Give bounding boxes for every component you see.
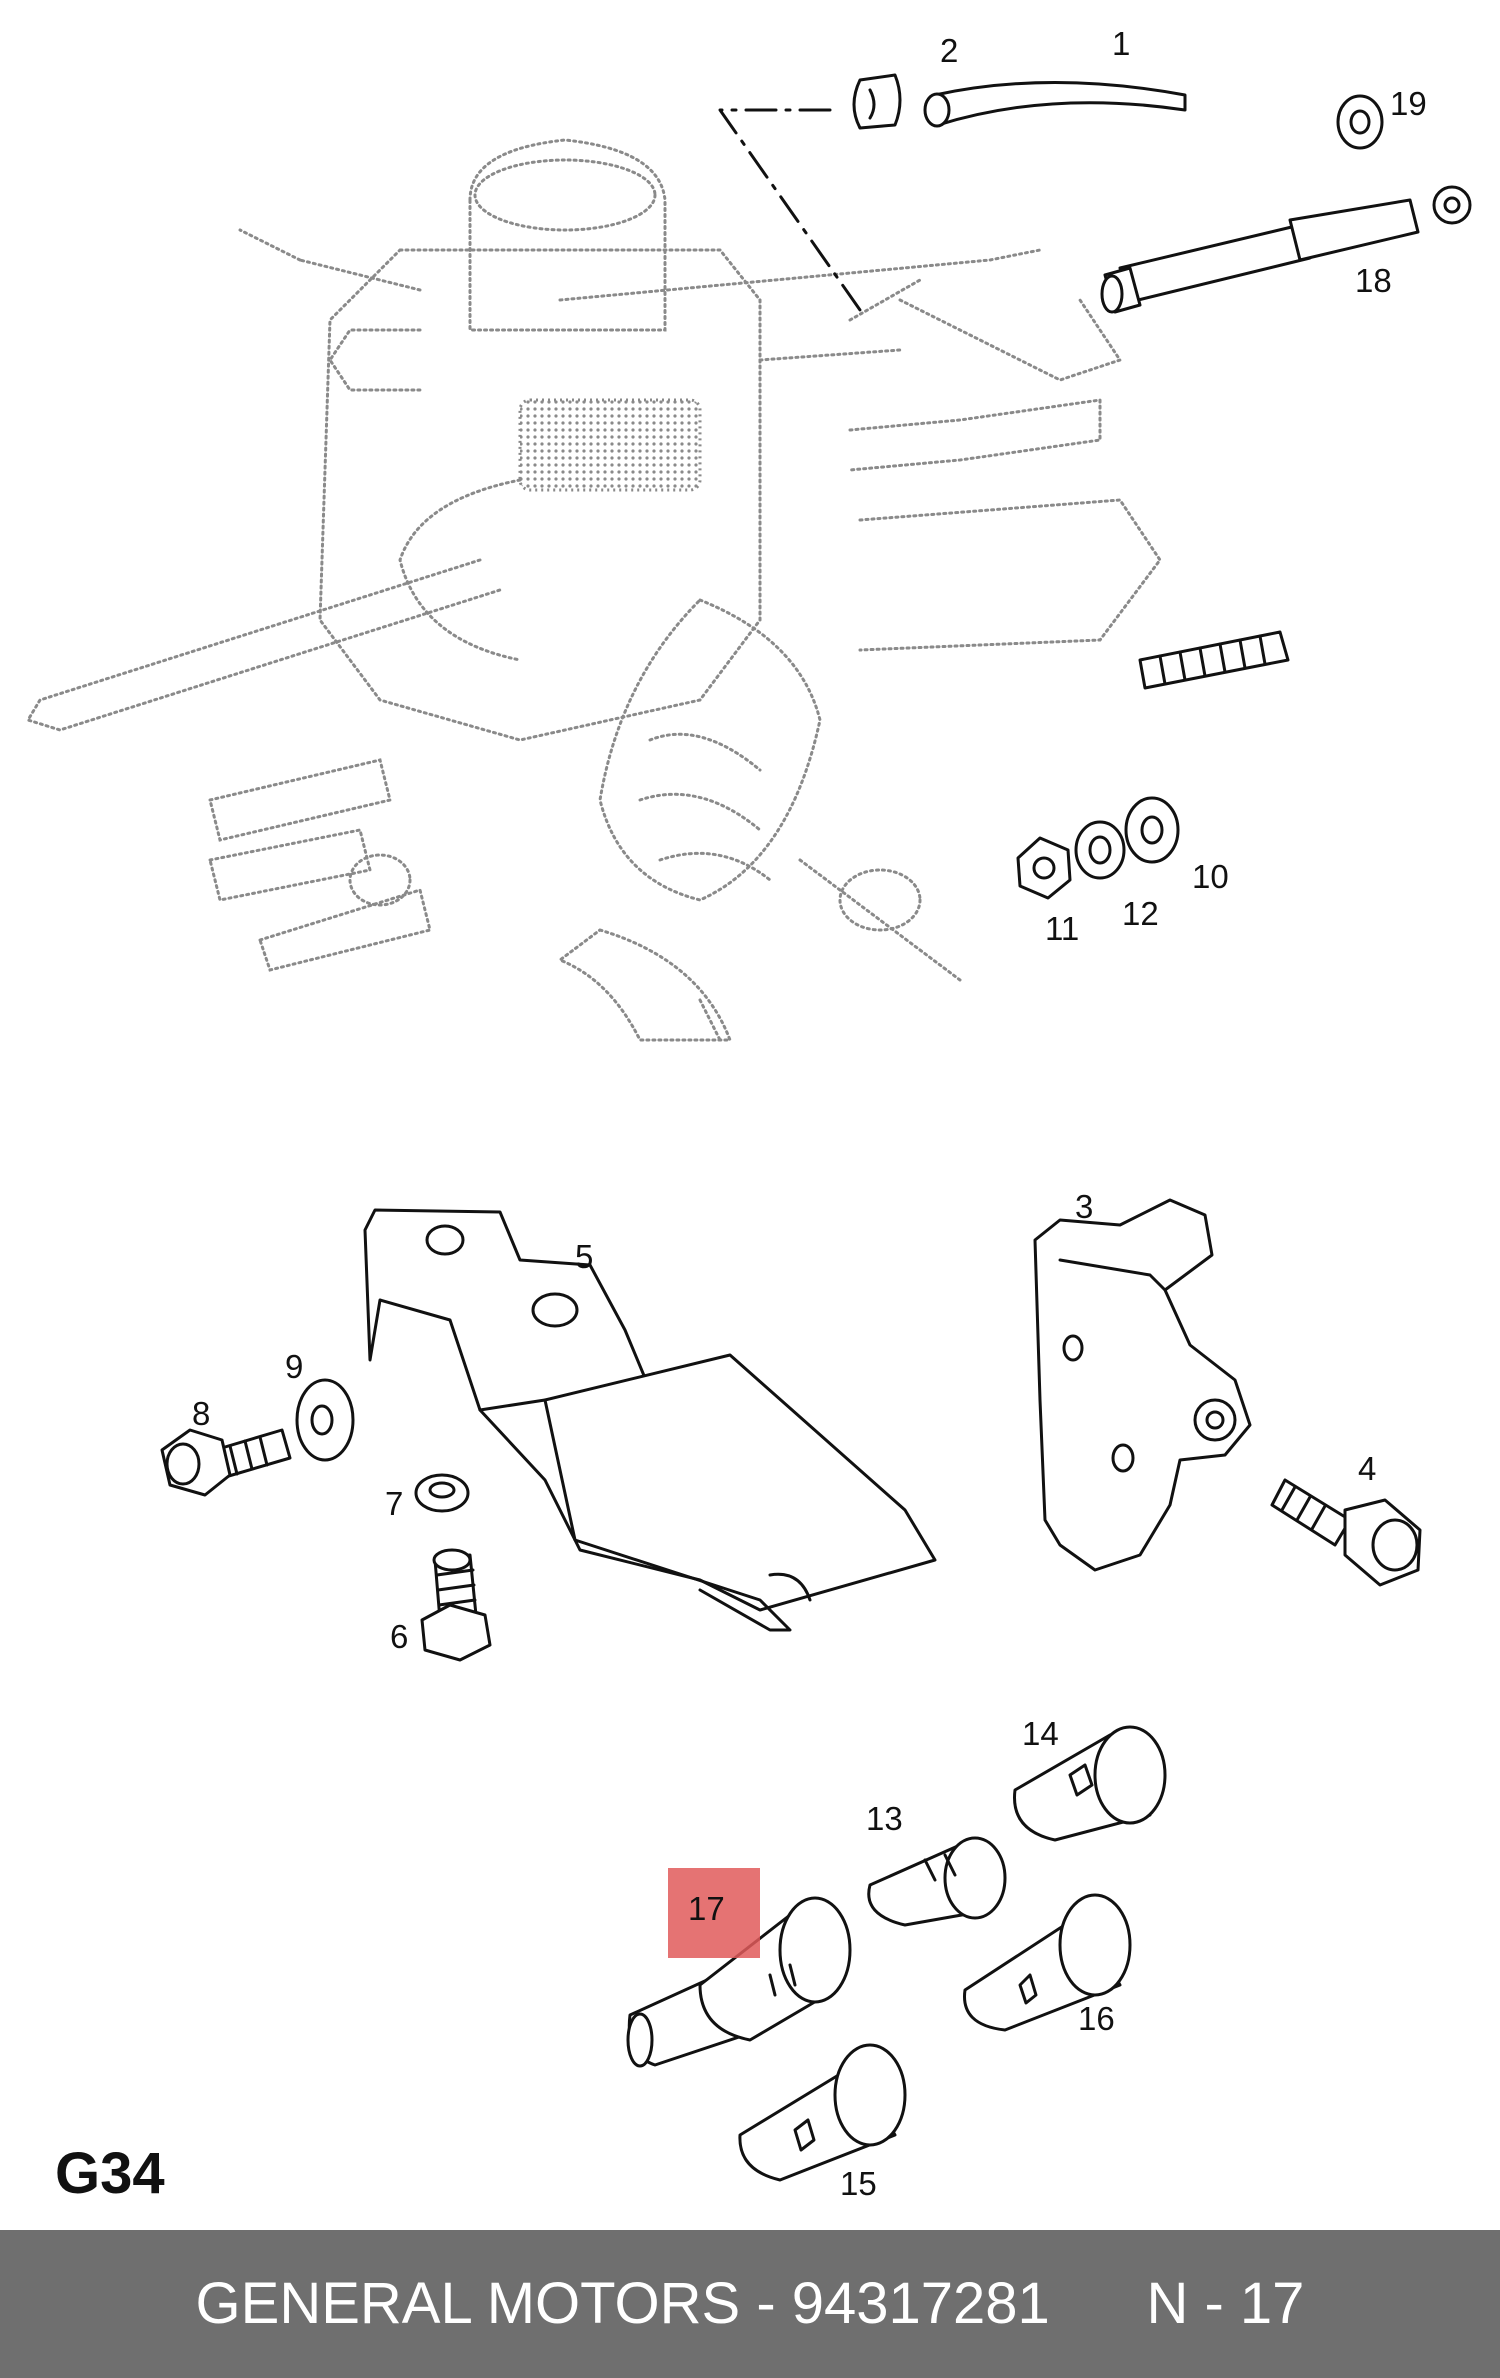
part-13-jet — [867, 1836, 1007, 1927]
exploded-parts-diagram: 1 2 19 18 10 12 11 3 5 9 8 4 7 6 14 13 1… — [25, 25, 1472, 2202]
part-18-damper — [1100, 185, 1472, 314]
callout-5: 5 — [575, 1238, 593, 1275]
part-19-washer — [1336, 94, 1384, 150]
part-4-bolt — [1270, 1478, 1422, 1587]
highlight-box-part-17 — [668, 1868, 760, 1958]
callout-4: 4 — [1358, 1450, 1376, 1487]
callout-3: 3 — [1075, 1188, 1093, 1225]
callout-10: 10 — [1192, 858, 1229, 895]
callout-9: 9 — [285, 1348, 303, 1385]
part-12-lock-washer — [1074, 820, 1126, 880]
carburetor-assembly-drawing — [25, 138, 1162, 1042]
part-3-lever-plate — [1033, 1198, 1252, 1572]
callout-14: 14 — [1022, 1715, 1059, 1752]
callout-6: 6 — [390, 1618, 408, 1655]
footer-part-number-text: GENERAL MOTORS - 94317281 N - 17 — [195, 2271, 1305, 2336]
footer-bar: GENERAL MOTORS - 94317281 N - 17 — [0, 2230, 1500, 2378]
part-9-washer — [295, 1378, 355, 1462]
part-15-jet — [738, 2043, 907, 2182]
engine-stud — [1138, 630, 1290, 690]
part-17-jet — [626, 1896, 852, 2068]
callout-18: 18 — [1355, 262, 1392, 299]
callout-17: 17 — [688, 1890, 725, 1927]
part-2-hose-clip — [852, 73, 902, 130]
part-1-hose — [923, 81, 1187, 128]
callout-13: 13 — [866, 1800, 903, 1837]
part-6-bolt — [420, 1548, 492, 1662]
callout-7: 7 — [385, 1485, 403, 1522]
assembly-leader-line — [718, 108, 862, 312]
callout-15: 15 — [840, 2165, 877, 2202]
callout-19: 19 — [1390, 85, 1427, 122]
page-code-label: G34 — [55, 2141, 165, 2206]
callout-1: 1 — [1112, 25, 1130, 62]
callout-11: 11 — [1045, 910, 1079, 947]
part-16-jet — [963, 1893, 1132, 2032]
part-8-bolt — [160, 1428, 292, 1497]
callout-12: 12 — [1122, 895, 1159, 932]
callout-2: 2 — [940, 32, 958, 69]
part-7-lock-washer — [414, 1473, 470, 1513]
part-14-jet — [1013, 1725, 1167, 1842]
part-5-bracket — [363, 1208, 937, 1632]
part-11-nut — [1016, 836, 1072, 900]
part-10-washer — [1124, 796, 1180, 864]
callout-8: 8 — [192, 1395, 210, 1432]
callout-16: 16 — [1078, 2000, 1115, 2037]
